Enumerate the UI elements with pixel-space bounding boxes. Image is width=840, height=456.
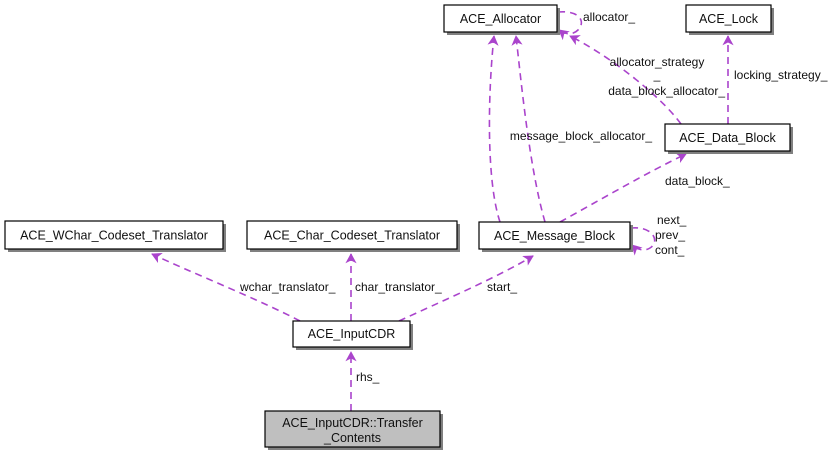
edge-label-locking-strategy: locking_strategy_ — [734, 68, 828, 82]
nodes-layer: ACE_Allocator ACE_Lock ACE_Data_Block AC… — [4, 4, 793, 450]
edge-allocator-self — [557, 11, 583, 41]
node-ace-allocator[interactable]: ACE_Allocator — [443, 4, 560, 35]
edge-allocator-to-message-block — [487, 35, 501, 223]
edge-label-char-translator: char_translator_ — [355, 280, 442, 294]
edge-label-data-block-allocator: data_block_allocator_ — [608, 84, 725, 98]
node-ace-data-block[interactable]: ACE_Data_Block — [664, 123, 793, 154]
edge-label-prev: prev_ — [655, 228, 685, 242]
edge-label-rhs: rhs_ — [356, 370, 380, 384]
edges-layer — [151, 11, 734, 411]
edge-label-next: next_ — [657, 213, 687, 227]
node-ace-message-block[interactable]: ACE_Message_Block — [478, 221, 633, 252]
node-label-ace-lock: ACE_Lock — [699, 12, 759, 26]
edge-label-cont: cont_ — [655, 243, 685, 257]
node-ace-inputcdr-transfer-contents[interactable]: ACE_InputCDR::Transfer _Contents — [264, 410, 443, 450]
edge-message-block-to-input-cdr — [398, 255, 534, 322]
edge-label-wchar-translator: wchar_translator_ — [239, 280, 336, 294]
edge-allocator-to-data-block — [569, 35, 682, 125]
node-ace-lock[interactable]: ACE_Lock — [685, 4, 774, 35]
node-label-ace-data-block: ACE_Data_Block — [679, 131, 776, 145]
edge-wchar-to-input-cdr — [151, 252, 301, 322]
node-ace-wchar-codeset-translator[interactable]: ACE_WChar_Codeset_Translator — [4, 220, 226, 252]
edge-data-block-to-message-block — [559, 152, 687, 223]
node-label-ace-allocator: ACE_Allocator — [460, 12, 541, 26]
edge-labels-layer: allocator_ locking_strategy_ allocator_s… — [239, 10, 828, 384]
edge-label-start: start_ — [487, 280, 517, 294]
edge-label-data-block: data_block_ — [665, 174, 730, 188]
node-ace-inputcdr[interactable]: ACE_InputCDR — [292, 320, 413, 350]
node-ace-char-codeset-translator[interactable]: ACE_Char_Codeset_Translator — [246, 220, 460, 252]
edge-label-message-block-allocator: message_block_allocator_ — [510, 129, 652, 143]
edge-label-allocator-self: allocator_ — [583, 10, 635, 24]
node-label-ace-char-codeset-translator: ACE_Char_Codeset_Translator — [264, 228, 440, 242]
node-label-ace-message-block: ACE_Message_Block — [494, 229, 616, 243]
edge-message-block-self — [630, 227, 656, 256]
edge-label-allocator-strategy-line2: _ — [653, 68, 661, 82]
node-label-transfer-contents-line1: ACE_InputCDR::Transfer — [282, 416, 423, 430]
node-label-ace-wchar-codeset-translator: ACE_WChar_Codeset_Translator — [20, 228, 208, 242]
node-label-ace-inputcdr: ACE_InputCDR — [308, 327, 396, 341]
edge-label-allocator-strategy-line1: allocator_strategy — [610, 55, 705, 69]
node-label-transfer-contents-line2: _Contents — [323, 431, 381, 445]
